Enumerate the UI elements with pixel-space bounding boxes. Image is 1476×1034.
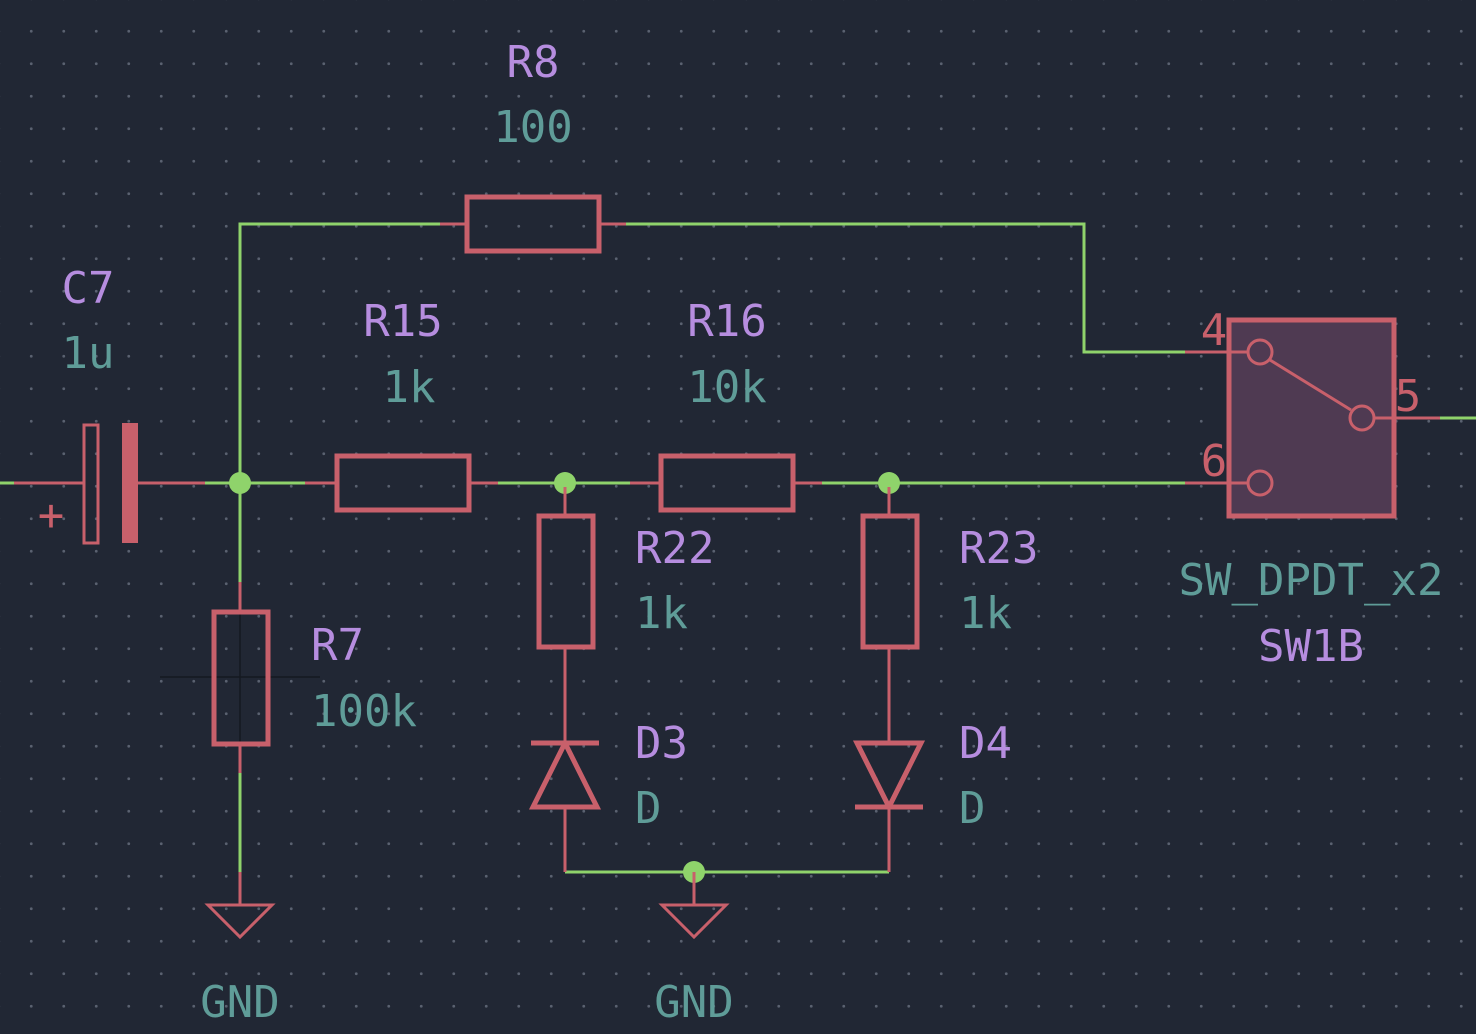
junction-dot bbox=[229, 472, 251, 494]
r8-reference: R8 bbox=[507, 37, 560, 88]
sw1b-reference: SW1B bbox=[1258, 621, 1364, 672]
d3-value: D bbox=[635, 783, 662, 834]
r22-reference: R22 bbox=[635, 523, 714, 574]
sw1b-pin-4: 4 bbox=[1201, 305, 1228, 356]
wires bbox=[0, 222, 1476, 874]
c7-reference: C7 bbox=[62, 263, 115, 314]
wire-r8-to-sw-pin4[interactable] bbox=[626, 222, 1185, 354]
diode-d3[interactable] bbox=[528, 678, 602, 872]
gnd-symbol-left[interactable] bbox=[204, 872, 276, 940]
r7-reference: R7 bbox=[311, 620, 364, 671]
gnd-right-label: GND bbox=[654, 977, 733, 1028]
sw1b-pin-5: 5 bbox=[1395, 371, 1422, 422]
r16-reference: R16 bbox=[687, 296, 766, 347]
r23-value: 1k bbox=[959, 588, 1012, 639]
resistor-r22[interactable] bbox=[536, 487, 596, 678]
r22-value: 1k bbox=[635, 588, 688, 639]
capacitor-c7[interactable] bbox=[14, 423, 205, 545]
gnd-left-label: GND bbox=[200, 977, 279, 1028]
resistor-r7[interactable] bbox=[211, 582, 271, 773]
resistor-r15[interactable] bbox=[305, 453, 498, 513]
wire-r8-left[interactable] bbox=[238, 222, 440, 483]
c7-polarity-mark: + bbox=[38, 490, 65, 541]
crosshair-cursor bbox=[160, 600, 320, 760]
sw1b-pin-6: 6 bbox=[1201, 436, 1228, 487]
sw1b-value: SW_DPDT_x2 bbox=[1179, 555, 1444, 606]
d4-value: D bbox=[959, 783, 986, 834]
junction-dot bbox=[554, 472, 576, 494]
d3-reference: D3 bbox=[635, 718, 688, 769]
resistor-r23[interactable] bbox=[860, 487, 920, 678]
c7-value: 1u bbox=[62, 328, 115, 379]
r16-value: 10k bbox=[687, 362, 766, 413]
junction-dot bbox=[878, 472, 900, 494]
r23-reference: R23 bbox=[959, 523, 1038, 574]
resistor-r8[interactable] bbox=[440, 194, 626, 254]
gnd-symbol-right[interactable] bbox=[658, 872, 730, 940]
r15-reference: R15 bbox=[363, 296, 442, 347]
switch-sw1b[interactable] bbox=[1185, 317, 1440, 519]
d4-reference: D4 bbox=[959, 718, 1012, 769]
resistor-r16[interactable] bbox=[630, 453, 822, 513]
r7-value: 100k bbox=[311, 686, 417, 737]
r8-value: 100 bbox=[493, 102, 572, 153]
r15-value: 1k bbox=[383, 362, 436, 413]
diode-d4[interactable] bbox=[852, 678, 926, 872]
